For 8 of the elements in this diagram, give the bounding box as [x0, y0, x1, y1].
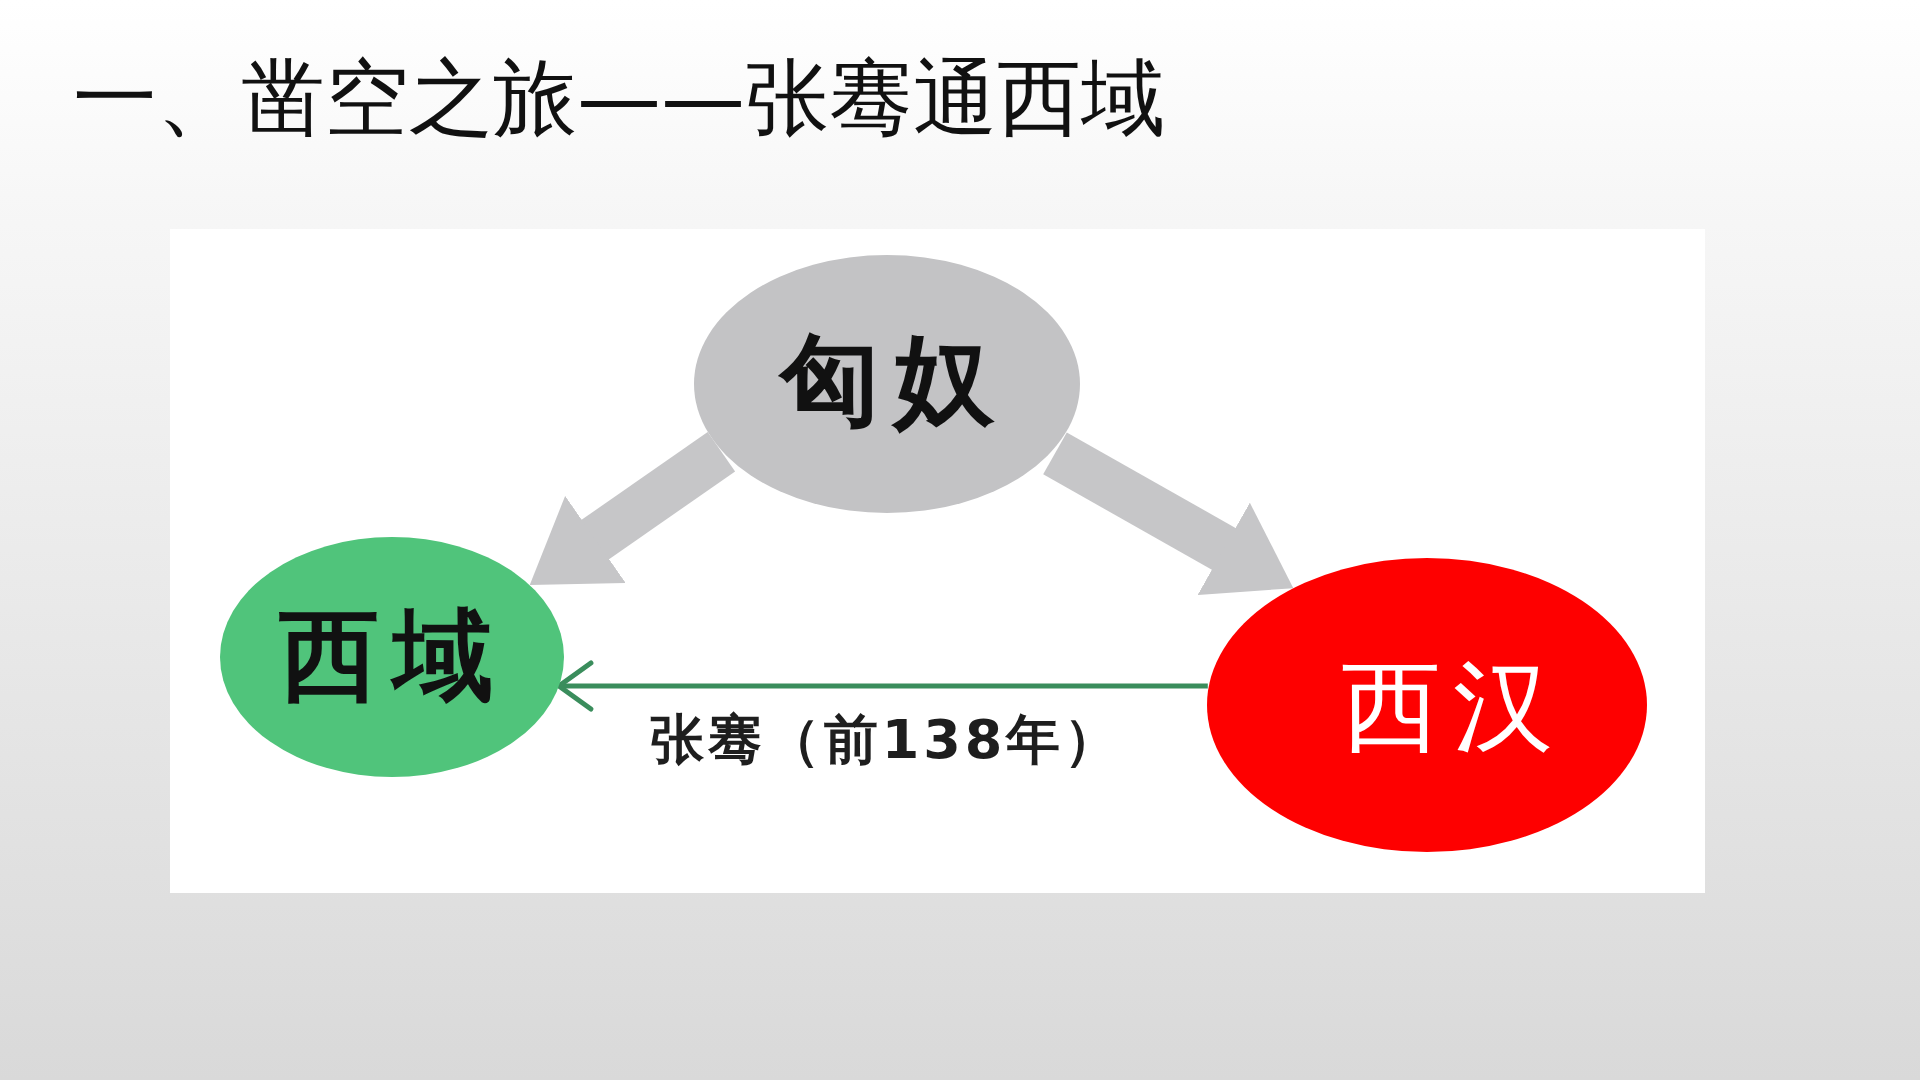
edge-label: 张骞（前138年） [649, 710, 1123, 770]
slide-title: 一、凿空之旅——张骞通西域 [73, 56, 1165, 140]
block-arrow [529, 432, 736, 586]
region-ellipse: 匈奴 [694, 255, 1080, 513]
region-ellipse: 西汉 [1207, 558, 1647, 852]
arrow [556, 660, 1208, 712]
block-arrow [1043, 432, 1294, 595]
region-ellipse: 西域 [220, 537, 564, 777]
